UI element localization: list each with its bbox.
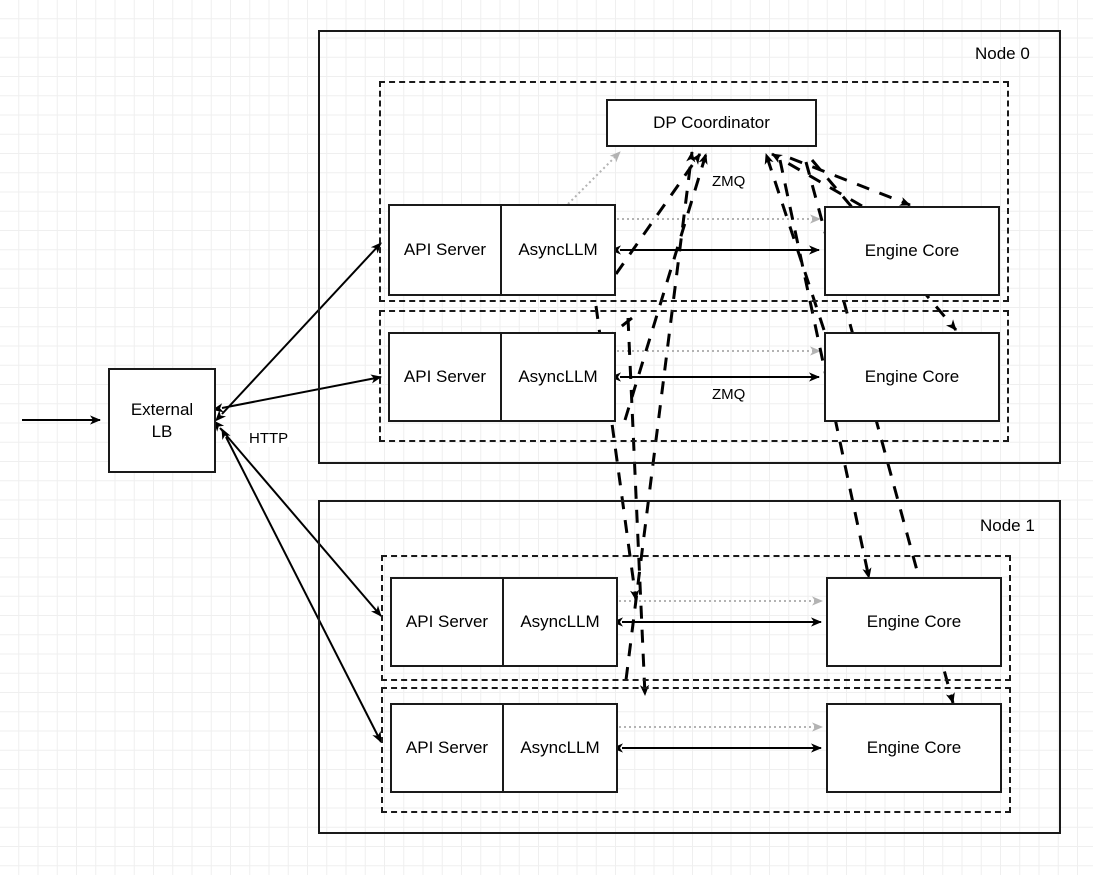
engine-core-label: Engine Core <box>864 367 960 387</box>
node-1-replica-1-group <box>381 687 1011 813</box>
node-0-container <box>318 30 1061 464</box>
node-0-replica-0-enginecore[interactable]: Engine Core <box>824 206 1000 296</box>
node-1-container <box>318 500 1061 834</box>
node-1-label: Node 1 <box>980 516 1035 535</box>
api-server-cell[interactable]: API Server <box>390 206 502 294</box>
api-server-label: API Server <box>405 612 489 631</box>
node-0-replica-1-enginecore[interactable]: Engine Core <box>824 332 1000 422</box>
external-lb-box[interactable]: External LB <box>108 368 216 473</box>
node-1-replica-0-apiserver-asyncllm[interactable]: API Server AsyncLLM <box>390 577 618 667</box>
engine-core-label: Engine Core <box>864 241 960 261</box>
node-0-replica-1-group <box>379 310 1009 442</box>
zmq-label-node0-replica0: ZMQ <box>710 173 748 190</box>
node-0-label: Node 0 <box>975 44 1030 63</box>
asyncllm-label: AsyncLLM <box>520 738 600 757</box>
node-1-replica-0-enginecore[interactable]: Engine Core <box>826 577 1002 667</box>
engine-core-label: Engine Core <box>866 738 962 758</box>
api-server-label: API Server <box>403 240 487 259</box>
asyncllm-label: AsyncLLM <box>518 367 598 386</box>
external-lb-label-line1: External <box>130 400 194 420</box>
node-0-replica-1-apiserver-asyncllm[interactable]: API Server AsyncLLM <box>388 332 616 422</box>
api-server-cell[interactable]: API Server <box>392 705 504 791</box>
engine-core-label: Engine Core <box>866 612 962 632</box>
api-server-label: API Server <box>403 367 487 386</box>
zmq-label-node0-replica1: ZMQ <box>710 386 748 403</box>
asyncllm-cell[interactable]: AsyncLLM <box>504 579 616 665</box>
http-label: HTTP <box>247 430 291 447</box>
node-1-replica-1-apiserver-asyncllm[interactable]: API Server AsyncLLM <box>390 703 618 793</box>
asyncllm-cell[interactable]: AsyncLLM <box>502 334 614 420</box>
node-0-replica-0-group <box>379 81 1009 302</box>
node-0-replica-0-apiserver-asyncllm[interactable]: API Server AsyncLLM <box>388 204 616 296</box>
asyncllm-cell[interactable]: AsyncLLM <box>502 206 614 294</box>
external-lb-label-line2: LB <box>151 421 173 441</box>
asyncllm-label: AsyncLLM <box>518 240 598 259</box>
api-server-label: API Server <box>405 738 489 757</box>
dp-coordinator-box[interactable]: DP Coordinator <box>606 99 817 147</box>
api-server-cell[interactable]: API Server <box>390 334 502 420</box>
api-server-cell[interactable]: API Server <box>392 579 504 665</box>
asyncllm-label: AsyncLLM <box>520 612 600 631</box>
dp-coordinator-label: DP Coordinator <box>653 113 770 133</box>
node-1-replica-1-enginecore[interactable]: Engine Core <box>826 703 1002 793</box>
asyncllm-cell[interactable]: AsyncLLM <box>504 705 616 791</box>
node-1-replica-0-group <box>381 555 1011 681</box>
